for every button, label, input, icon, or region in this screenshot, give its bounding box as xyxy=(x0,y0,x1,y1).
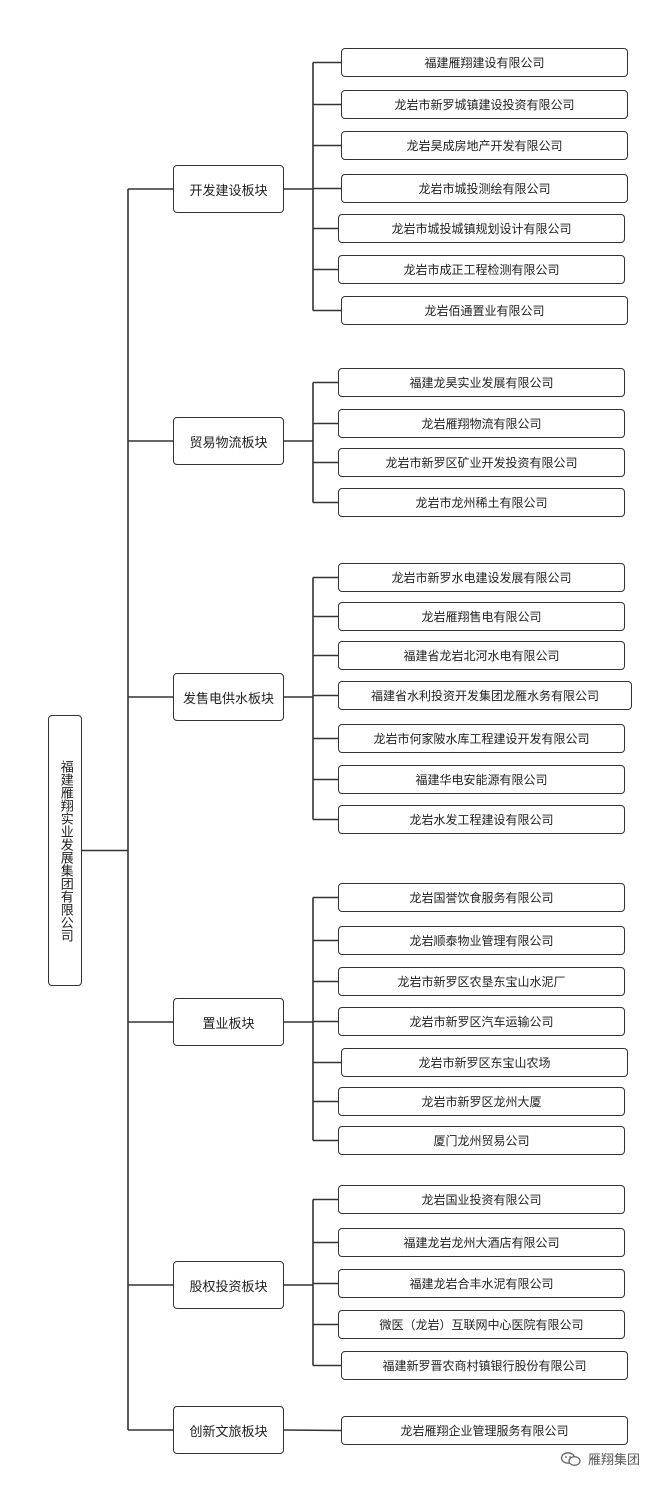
company-label: 龙岩国誉饮食服务有限公司 xyxy=(409,891,554,905)
company-box: 龙岩市新罗水电建设发展有限公司 xyxy=(338,563,625,592)
company-box: 福建新罗晋农商村镇银行股份有限公司 xyxy=(341,1351,628,1380)
company-label: 福建新罗晋农商村镇银行股份有限公司 xyxy=(382,1359,587,1373)
company-box: 龙岩雁翔物流有限公司 xyxy=(338,409,625,438)
company-label: 龙岩雁翔售电有限公司 xyxy=(421,610,542,624)
company-box: 龙岩市成正工程检测有限公司 xyxy=(338,255,625,284)
sector-label: 创新文旅板块 xyxy=(189,1424,268,1440)
company-label: 龙岩市新罗区矿业开发投资有限公司 xyxy=(385,456,578,470)
company-box: 龙岩市何家陂水库工程建设开发有限公司 xyxy=(338,724,625,753)
sector-box-development: 开发建设板块 xyxy=(173,165,284,213)
company-box: 龙岩市城投城镇规划设计有限公司 xyxy=(338,214,625,243)
root-company-box: 福建雁翔实业发展集团有限公司 xyxy=(48,715,82,986)
company-box: 微医（龙岩）互联网中心医院有限公司 xyxy=(338,1310,625,1339)
company-box: 龙岩市新罗区矿业开发投资有限公司 xyxy=(338,448,625,477)
company-box: 福建省水利投资开发集团龙雁水务有限公司 xyxy=(338,681,632,710)
company-box: 龙岩水发工程建设有限公司 xyxy=(338,805,625,834)
company-label: 龙岩市何家陂水库工程建设开发有限公司 xyxy=(373,732,590,746)
company-label: 福建龙昊实业发展有限公司 xyxy=(409,376,554,390)
company-label: 福建省龙岩北河水电有限公司 xyxy=(403,649,560,663)
company-box: 龙岩市新罗区龙州大厦 xyxy=(338,1087,625,1116)
sector-label: 股权投资板块 xyxy=(189,1279,268,1295)
company-box: 龙岩昊成房地产开发有限公司 xyxy=(341,131,628,160)
company-box: 福建龙岩龙州大酒店有限公司 xyxy=(338,1228,625,1257)
company-box: 龙岩市城投测绘有限公司 xyxy=(341,174,628,203)
connector-sector-to-company xyxy=(283,1429,342,1432)
company-box: 龙岩佰通置业有限公司 xyxy=(341,296,628,325)
company-label: 龙岩佰通置业有限公司 xyxy=(424,304,545,318)
company-label: 龙岩市城投城镇规划设计有限公司 xyxy=(391,222,572,236)
company-box: 龙岩市龙州稀土有限公司 xyxy=(338,488,625,517)
company-label: 龙岩市新罗城镇建设投资有限公司 xyxy=(394,98,575,112)
company-label: 福建龙岩龙州大酒店有限公司 xyxy=(403,1236,560,1250)
company-label: 龙岩水发工程建设有限公司 xyxy=(409,813,554,827)
company-label: 龙岩市新罗区农垦东宝山水泥厂 xyxy=(397,975,566,989)
company-label: 龙岩市新罗区东宝山农场 xyxy=(418,1056,551,1070)
company-box: 龙岩国誉饮食服务有限公司 xyxy=(338,883,625,912)
company-label: 龙岩市城投测绘有限公司 xyxy=(418,182,551,196)
root-company-label: 福建雁翔实业发展集团有限公司 xyxy=(57,759,73,942)
company-label: 龙岩国业投资有限公司 xyxy=(421,1193,542,1207)
company-box: 福建龙岩合丰水泥有限公司 xyxy=(338,1269,625,1298)
company-label: 龙岩市成正工程检测有限公司 xyxy=(403,263,560,277)
company-label: 微医（龙岩）互联网中心医院有限公司 xyxy=(379,1318,584,1332)
company-box: 龙岩顺泰物业管理有限公司 xyxy=(338,926,625,955)
company-label: 福建雁翔建设有限公司 xyxy=(424,56,545,70)
sector-label: 置业板块 xyxy=(202,1016,255,1032)
sector-label: 开发建设板块 xyxy=(189,183,268,199)
company-box: 龙岩雁翔企业管理服务有限公司 xyxy=(341,1416,628,1445)
sector-box-trade-logistics: 贸易物流板块 xyxy=(173,417,284,465)
company-box: 福建华电安能源有限公司 xyxy=(338,765,625,794)
company-label: 福建省水利投资开发集团龙雁水务有限公司 xyxy=(370,689,599,703)
sector-label: 发售电供水板块 xyxy=(182,691,274,707)
company-box: 龙岩雁翔售电有限公司 xyxy=(338,602,625,631)
company-label: 龙岩雁翔企业管理服务有限公司 xyxy=(400,1424,569,1438)
company-label: 厦门龙州贸易公司 xyxy=(433,1134,530,1148)
company-box: 福建省龙岩北河水电有限公司 xyxy=(338,641,625,670)
watermark-text: 雁翔集团 xyxy=(587,1453,640,1468)
company-box: 龙岩市新罗区汽车运输公司 xyxy=(338,1007,625,1036)
company-label: 龙岩市新罗区龙州大厦 xyxy=(421,1095,542,1109)
company-box: 龙岩市新罗区东宝山农场 xyxy=(341,1048,628,1077)
company-box: 福建龙昊实业发展有限公司 xyxy=(338,368,625,397)
company-box: 福建雁翔建设有限公司 xyxy=(341,48,628,77)
company-label: 龙岩雁翔物流有限公司 xyxy=(421,417,542,431)
company-label: 龙岩顺泰物业管理有限公司 xyxy=(409,934,554,948)
company-label: 龙岩市新罗水电建设发展有限公司 xyxy=(391,571,572,585)
sector-box-power-water: 发售电供水板块 xyxy=(173,673,284,721)
watermark: 雁翔集团 xyxy=(560,1449,640,1468)
company-box: 龙岩国业投资有限公司 xyxy=(338,1185,625,1214)
company-label: 龙岩市龙州稀土有限公司 xyxy=(415,496,548,510)
company-box: 龙岩市新罗区农垦东宝山水泥厂 xyxy=(338,967,625,996)
sector-box-equity-investment: 股权投资板块 xyxy=(173,1261,284,1309)
sector-box-property: 置业板块 xyxy=(173,998,284,1046)
company-box: 龙岩市新罗城镇建设投资有限公司 xyxy=(341,90,628,119)
wechat-official-account-icon xyxy=(560,1451,581,1466)
sector-box-culture-tourism: 创新文旅板块 xyxy=(173,1406,284,1454)
company-label: 龙岩昊成房地产开发有限公司 xyxy=(406,139,563,153)
sector-label: 贸易物流板块 xyxy=(189,435,268,451)
company-box: 厦门龙州贸易公司 xyxy=(338,1126,625,1155)
company-label: 福建华电安能源有限公司 xyxy=(415,773,548,787)
company-label: 龙岩市新罗区汽车运输公司 xyxy=(409,1015,554,1029)
company-label: 福建龙岩合丰水泥有限公司 xyxy=(409,1277,554,1291)
